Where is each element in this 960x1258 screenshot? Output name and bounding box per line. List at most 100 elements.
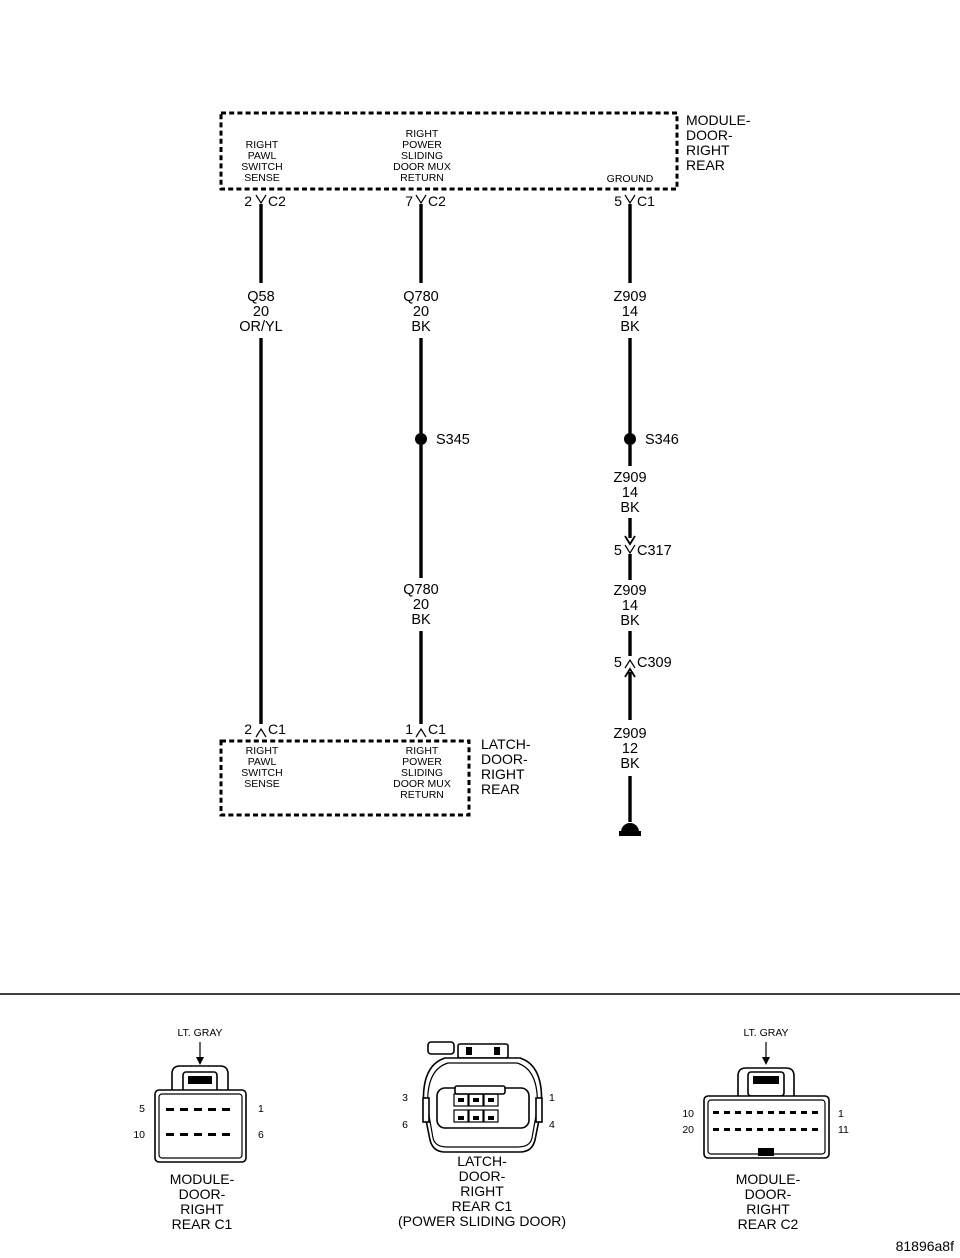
pin-number: 5 [614,543,622,559]
connector-color-label: LT. GRAY [177,1027,222,1039]
wire-label-line: 14 [622,304,638,320]
wire-label-line: Z909 [613,726,646,742]
wire-label-line: OR/YL [239,319,283,335]
caption-line: RIGHT [460,1183,504,1199]
pin-label-line: SENSE [244,172,280,184]
connector-view-module-c1: LT. GRAY 5 1 10 6 MODULE- DOOR- RIGH [133,1027,264,1232]
latch-name-line: DOOR- [481,751,528,767]
caption-line: REAR C1 [452,1198,513,1214]
splice-label-s345: S345 [436,432,470,448]
wire-label-line: BK [411,319,431,335]
caption-line: REAR C2 [738,1216,799,1232]
pin-cavity [768,1128,774,1131]
pin-cavity [453,1109,469,1123]
pin-label-line: POWER [402,139,442,151]
pin-index-label: 4 [549,1119,555,1131]
wire-label-z909-mid2: Z909 14 BK [613,583,646,629]
pin-label-line: SENSE [244,778,280,790]
female-terminal-icon [624,194,636,205]
pin-cavity [166,1133,174,1136]
connector-id: C1 [637,193,655,209]
wire-label-line: Q780 [403,289,438,305]
female-terminal-icon [415,727,427,738]
connector-id: C1 [268,721,286,737]
wire-label-line: 20 [413,304,429,320]
ground-cap [621,823,639,832]
latch-door-right-rear-box [219,739,471,817]
latch-pin-pawl: 2 C1 [244,721,286,738]
pointer-arrow-icon [196,1057,204,1065]
pin-cavity [812,1111,818,1114]
connector-caption: LATCH- DOOR- RIGHT REAR C1 (POWER SLIDIN… [398,1153,566,1229]
connector-caption: MODULE- DOOR- RIGHT REAR C2 [736,1171,801,1232]
splice-s345-dot [415,433,427,445]
wire-label-z909-mid1: Z909 14 BK [613,470,646,516]
connector-lock-tab [457,1043,509,1059]
latch-name-line: LATCH- [481,736,531,752]
connector-body [154,1089,247,1163]
wire-label-line: Q58 [247,289,274,305]
connector-clip [427,1041,455,1055]
figure-id: 81896a8f [896,1238,955,1254]
connector-pin-row-top [166,1108,230,1111]
pin-cavity [180,1108,188,1111]
pin-index-label: 10 [133,1129,145,1141]
connector-view-module-c2: LT. GRAY [682,1027,849,1232]
module-door-right-rear-box [219,111,679,191]
connector-caption: MODULE- DOOR- RIGHT REAR C1 [170,1171,235,1232]
caption-line: LATCH- [457,1153,507,1169]
pin-number: 5 [614,655,622,671]
caption-line: (POWER SLIDING DOOR) [398,1213,566,1229]
connector-color-label: LT. GRAY [743,1027,788,1039]
module-pin-label-pawl: RIGHT PAWL SWITCH SENSE [241,139,282,184]
wire-label-q58: Q58 20 OR/YL [239,289,283,335]
latch-pin-label-mux: RIGHT POWER SLIDING DOOR MUX RETURN [393,745,451,801]
pin-cavity [779,1111,785,1114]
latch-pin-label-pawl: RIGHT PAWL SWITCH SENSE [241,745,282,790]
caption-line: MODULE- [736,1171,801,1187]
pin-number: 1 [405,721,413,737]
wire-label-line: BK [620,500,640,516]
pin-index-label: 1 [549,1092,555,1104]
module-name-label: MODULE- DOOR- RIGHT REAR [686,112,751,173]
female-terminal-icon [415,194,427,205]
male-terminal-icon [624,535,636,546]
connector-id: C2 [428,193,446,209]
pin-label-line: RETURN [400,789,444,801]
connector-id: C309 [637,655,672,671]
caption-line: REAR C1 [172,1216,233,1232]
pin-cavity [768,1111,774,1114]
caption-line: RIGHT [746,1201,790,1217]
side-rib [422,1097,430,1123]
pin-cavity [724,1128,730,1131]
pin-cavity [713,1111,719,1114]
latch-pin-mux: 1 C1 [405,721,446,738]
inline-connector-c309: 5 C309 [614,655,672,678]
pin-number: 2 [244,193,252,209]
pin-cavity [194,1133,202,1136]
female-terminal-icon [255,194,267,205]
wire-label-q780-top: Q780 20 BK [403,289,438,335]
wire-label-line: BK [620,613,640,629]
pin-cavity [757,1128,763,1131]
caption-line: DOOR- [745,1186,792,1202]
caption-line: DOOR- [179,1186,226,1202]
module-name-line: REAR [686,157,725,173]
inline-connector-c317: 5 C317 [614,535,672,559]
pin-label-line: PAWL [248,756,277,768]
wire-label-z909-top: Z909 14 BK [613,289,646,335]
splice-label-s346: S346 [645,432,679,448]
module-pin-label-ground: GROUND [607,173,654,185]
pin-index-label: 20 [682,1124,694,1136]
female-terminal-icon [255,727,267,738]
pin-cavity [468,1093,484,1107]
pin-cavity [453,1093,469,1107]
connector-pin-row-top [713,1111,818,1114]
pin-label-line: POWER [402,756,442,768]
pin-cavity [208,1133,216,1136]
pin-cavity [180,1133,188,1136]
wire-label-line: BK [620,756,640,772]
pointer-arrow-icon [762,1057,770,1065]
pin-terminal [473,1116,479,1120]
pin-cavity [790,1111,796,1114]
